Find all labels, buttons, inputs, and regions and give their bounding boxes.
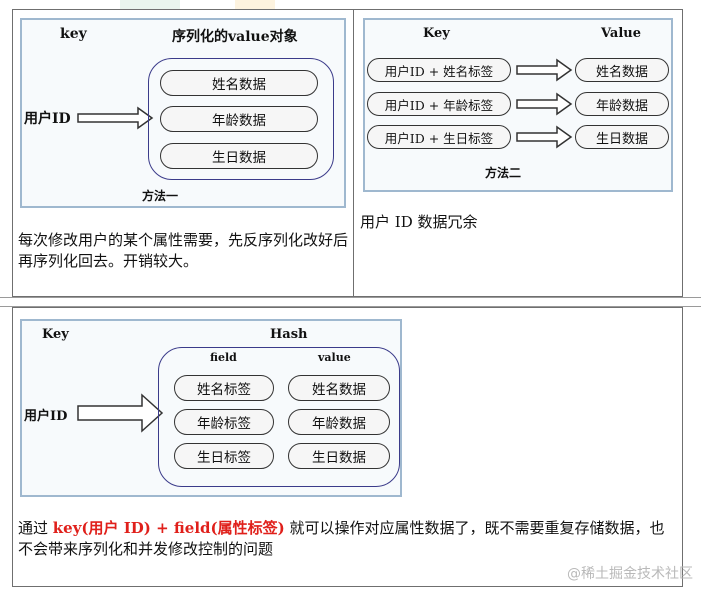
composite-key-pill: 用户ID + 生日标签 [367,125,511,149]
method2-note: 用户 ID 数据冗余 [360,213,478,231]
composite-key-pill: 用户ID + 姓名标签 [367,58,511,82]
hash-label: Hash [270,327,308,342]
arrow-right-icon [77,393,164,433]
arrow-right-icon [516,58,573,82]
field-pill: 姓名数据 [160,70,318,96]
value-pill: 年龄数据 [575,92,669,116]
field-pill: 姓名标签 [174,375,274,401]
value-pill: 姓名数据 [575,58,669,82]
key-label: Key [423,26,450,41]
value-header: value [318,351,351,364]
field-pill: 年龄数据 [160,106,318,132]
watermark: @稀土掘金技术社区 [567,566,693,582]
method1-note: 每次修改用户的某个属性需要，先反序列化改好后再序列化回去。开销较大。 [18,231,349,270]
field-header: field [210,351,237,364]
table-separator [0,297,701,307]
method2-caption: 方法二 [485,166,522,180]
note-prefix: 通过 [18,519,53,537]
value-pill: 姓名数据 [288,375,390,401]
arrow-right-icon [77,106,154,130]
arrow-right-icon [516,92,573,116]
field-pill: 生日数据 [160,143,318,169]
field-pill: 年龄标签 [174,409,274,435]
value-label: Value [601,26,641,41]
method1-caption: 方法一 [142,189,179,203]
method3-diagram: Key Hash field value 用户ID 姓名标签 年龄标签 生日标签… [20,319,402,497]
key-label: Key [42,327,69,342]
user-id-label: 用户ID [24,111,71,127]
method3-note: 通过 key(用户 ID) + field(属性标签) 就可以操作对应属性数据了… [18,518,678,560]
value-object-label: 序列化的value对象 [172,29,298,45]
note-rest: 就可以操作对应属性数据了，既不需要重复存储数据，也不会带来序列化和并发修改控制的… [18,519,665,558]
method2-diagram: Key Value 用户ID + 姓名标签 用户ID + 年龄标签 用户ID +… [363,18,673,192]
value-pill: 生日数据 [575,125,669,149]
arrow-right-icon [516,125,573,149]
value-pill: 生日数据 [288,443,390,469]
key-label: key [60,26,87,42]
user-id-label: 用户ID [24,409,68,424]
value-pill: 年龄数据 [288,409,390,435]
field-pill: 生日标签 [174,443,274,469]
composite-key-pill: 用户ID + 年龄标签 [367,92,511,116]
value-object-group [148,58,334,180]
method1-diagram: key 序列化的value对象 用户ID 姓名数据 年龄数据 生日数据 方法一 [20,18,346,208]
note-highlight: key(用户 ID) + field(属性标签) [52,519,285,537]
hash-group [158,347,400,487]
